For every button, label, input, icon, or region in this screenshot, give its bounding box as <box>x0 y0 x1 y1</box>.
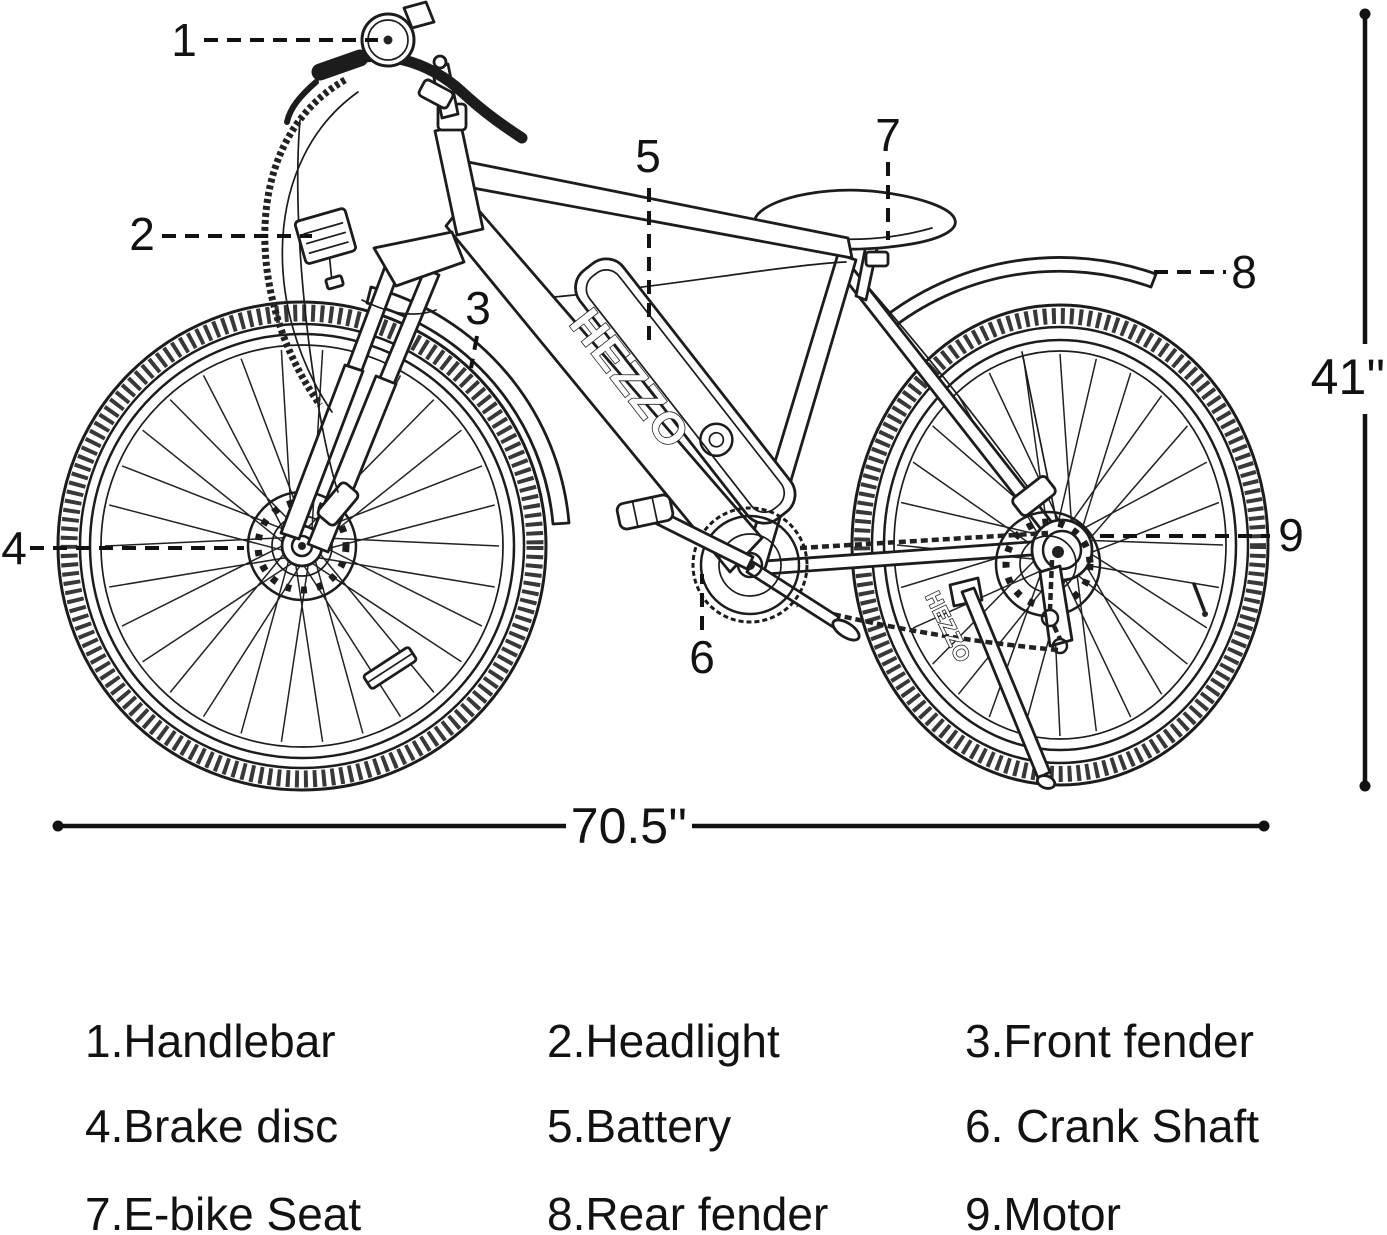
battery-lock <box>699 422 734 457</box>
top-tube-cable <box>519 261 847 301</box>
chainring-teeth <box>691 506 809 624</box>
front-fender <box>365 285 571 526</box>
stem-cap <box>432 54 448 70</box>
brake-lever <box>284 79 319 125</box>
callout-2-number: 2 <box>129 208 155 260</box>
length-dim-right-dot <box>1258 820 1270 832</box>
callout-2: 2 <box>129 208 312 260</box>
legend-item-front-fender: 3.Front fender <box>965 1015 1254 1067</box>
front-fork <box>279 230 466 554</box>
rear-brake-caliper <box>1011 475 1057 517</box>
callout-6: 6 <box>689 574 715 683</box>
callout-9-number: 9 <box>1278 509 1304 561</box>
rear-brake-cable <box>849 265 1037 499</box>
height-dim-bottom-dot <box>1359 780 1371 792</box>
front-brake-caliper <box>316 481 360 527</box>
callout-6-number: 6 <box>689 631 715 683</box>
battery <box>574 257 797 525</box>
legend-item-motor: 9.Motor <box>965 1188 1121 1235</box>
legend-item-crank-shaft: 6. Crank Shaft <box>965 1100 1260 1152</box>
legend-item-brake-disc: 4.Brake disc <box>85 1100 339 1152</box>
legend-item-headlight: 2.Headlight <box>547 1015 780 1067</box>
callout-3-number: 3 <box>465 282 491 334</box>
headlight <box>293 207 357 291</box>
fork-crown <box>372 230 466 288</box>
legend-item-ebike-seat: 7.E-bike Seat <box>85 1188 362 1235</box>
callout-4-number: 4 <box>1 522 27 574</box>
near-pedal <box>615 493 675 531</box>
handlebar-assembly <box>261 0 528 493</box>
display-bell <box>360 12 416 68</box>
length-dim-label: 70.5'' <box>571 798 687 854</box>
callout-4: 4 <box>1 522 244 574</box>
chainring <box>699 514 801 616</box>
height-dim-label: 41'' <box>1311 349 1386 405</box>
cable-inner <box>281 91 359 413</box>
legend-item-rear-fender: 8.Rear fender <box>547 1188 829 1235</box>
lever-blade <box>402 0 436 30</box>
left-grip <box>311 49 369 81</box>
kickstand <box>948 576 1057 790</box>
callout-3-leader <box>469 335 479 369</box>
callout-9: 9 <box>1100 509 1304 561</box>
length-dimension: 70.5'' <box>52 798 1270 854</box>
callout-5-number: 5 <box>635 130 661 182</box>
rear-valve-stem <box>1192 582 1206 612</box>
rear-valve-cap <box>1202 611 1208 617</box>
callout-1-number: 1 <box>171 14 197 66</box>
callout-3: 3 <box>465 282 491 369</box>
callout-8: 8 <box>1154 246 1257 298</box>
legend-item-handlebar: 1.Handlebar <box>85 1015 336 1067</box>
rear-fender <box>885 256 1158 328</box>
crank-shaft <box>615 493 861 642</box>
far-pedal <box>831 618 861 642</box>
shifter <box>417 78 455 110</box>
callout-8-number: 8 <box>1231 246 1257 298</box>
callout-7-number: 7 <box>875 109 901 161</box>
height-dimension: 41'' <box>1311 8 1386 792</box>
front-wheel-reflector <box>362 646 418 690</box>
callout-7: 7 <box>875 109 901 240</box>
rear-fender-stay <box>1021 351 1061 539</box>
callout-1: 1 <box>171 14 378 66</box>
callout-5: 5 <box>635 130 661 344</box>
chain <box>796 530 1063 653</box>
legend-item-battery: 5.Battery <box>547 1100 732 1152</box>
